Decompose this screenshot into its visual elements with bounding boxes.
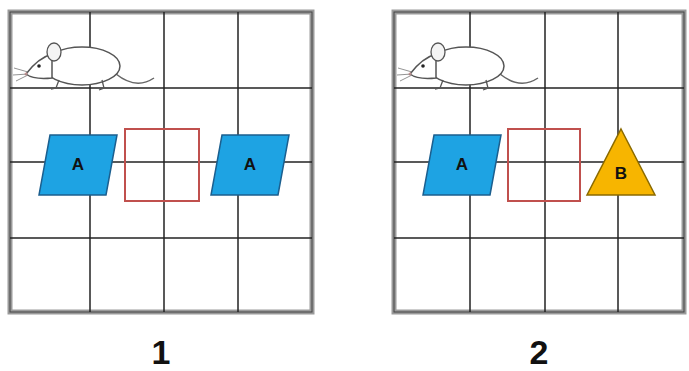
shape-fill (211, 135, 289, 195)
parallelogram-object: A (210, 134, 290, 196)
object-letter: A (244, 155, 256, 175)
shape-fill (423, 135, 501, 195)
target-square (125, 129, 199, 201)
panel-number: 2 (530, 333, 549, 371)
object-letter: A (456, 155, 468, 175)
rat (397, 43, 538, 90)
shape-outline (586, 128, 656, 196)
parallelogram-object: A (38, 134, 118, 196)
rat (13, 43, 154, 90)
shape-fill (587, 129, 655, 195)
object-letter: A (72, 155, 84, 175)
target-square (508, 129, 580, 201)
parallelogram-object: A (422, 134, 502, 196)
arena-2 (394, 12, 684, 312)
panel-number: 1 (152, 333, 171, 371)
arena-1 (10, 12, 312, 312)
object-letter: B (615, 164, 627, 184)
triangle-object: B (586, 128, 656, 196)
shape-fill (39, 135, 117, 195)
